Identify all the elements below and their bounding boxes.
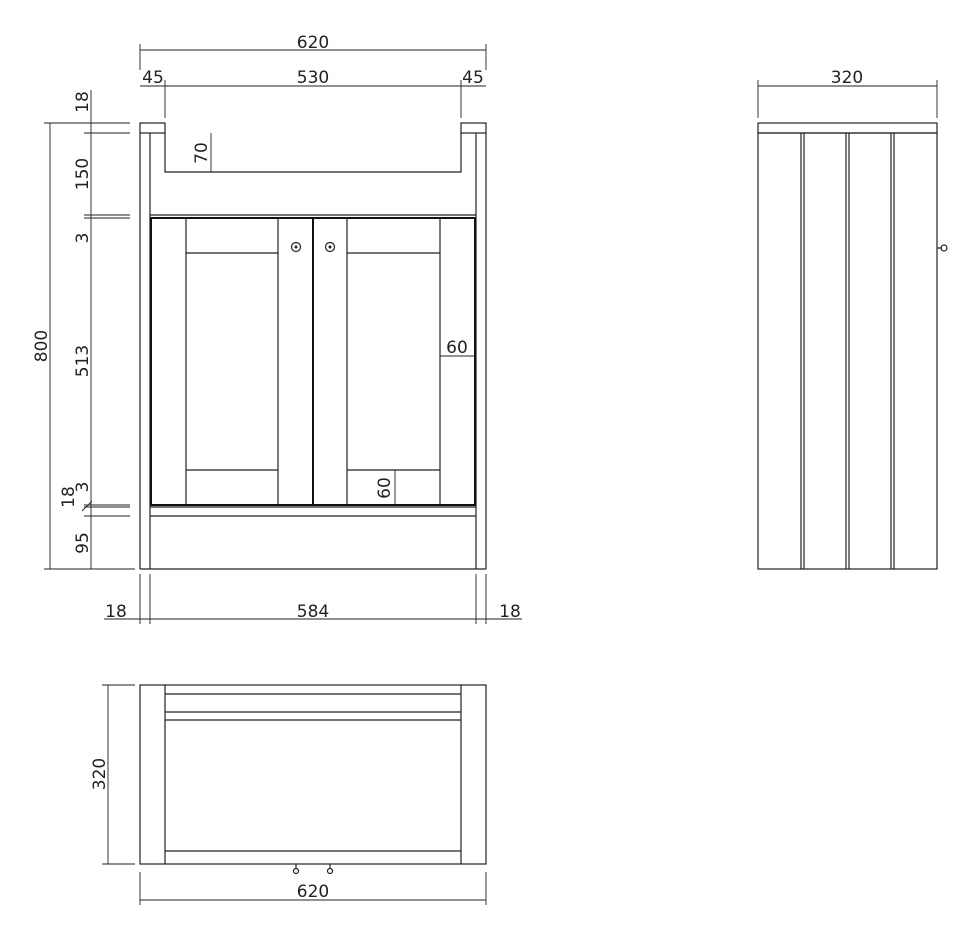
door-knob-icon [324, 241, 336, 253]
dim-label: 3 [73, 233, 93, 244]
dim-label: 60 [446, 338, 468, 358]
dim-label: 800 [32, 330, 52, 362]
dim-label: 584 [297, 602, 329, 622]
dim-label: 320 [831, 68, 863, 88]
side-view: 320 [757, 68, 948, 570]
dim-label: 320 [90, 758, 110, 790]
dim-basin-depth: 70 [192, 133, 212, 172]
dim-label: 45 [142, 68, 164, 88]
dim-label: 18 [499, 602, 521, 622]
front-view: 620 45 530 45 70 60 60 [32, 33, 522, 624]
door-knob-icon [290, 241, 302, 253]
dim-label: 18 [59, 486, 79, 508]
dim-plan-width: 620 [139, 872, 487, 905]
dim-overall-height: 800 [32, 122, 135, 570]
front-doors [150, 217, 476, 506]
dim-side-depth: 320 [757, 68, 938, 118]
dim-overall-width: 620 [139, 33, 487, 70]
dim-label: 620 [297, 882, 329, 902]
dim-door-rail: 60 [375, 470, 396, 505]
dim-basin-width: 45 530 45 [140, 68, 486, 118]
dim-label: 60 [375, 477, 395, 499]
dim-door-stile: 60 [440, 338, 475, 358]
dim-label: 70 [192, 142, 212, 164]
dim-label: 620 [297, 33, 329, 53]
dim-label: 530 [297, 68, 329, 88]
dim-vertical-stack: 18 150 3 513 3 18 95 [59, 90, 130, 569]
dim-label: 3 [73, 482, 93, 493]
plan-knob-icon [326, 864, 334, 875]
dim-label: 513 [73, 345, 93, 377]
dim-plan-depth: 320 [90, 684, 135, 865]
plan-view: 320 620 [90, 684, 487, 905]
dim-label: 150 [73, 158, 93, 190]
dim-label: 95 [73, 532, 93, 554]
dim-label: 18 [105, 602, 127, 622]
dim-label: 45 [462, 68, 484, 88]
side-knob-icon [937, 244, 948, 252]
dim-inner-width: 18 584 18 [104, 574, 522, 624]
plan-knob-icon [292, 864, 300, 875]
dim-label: 18 [73, 91, 93, 113]
